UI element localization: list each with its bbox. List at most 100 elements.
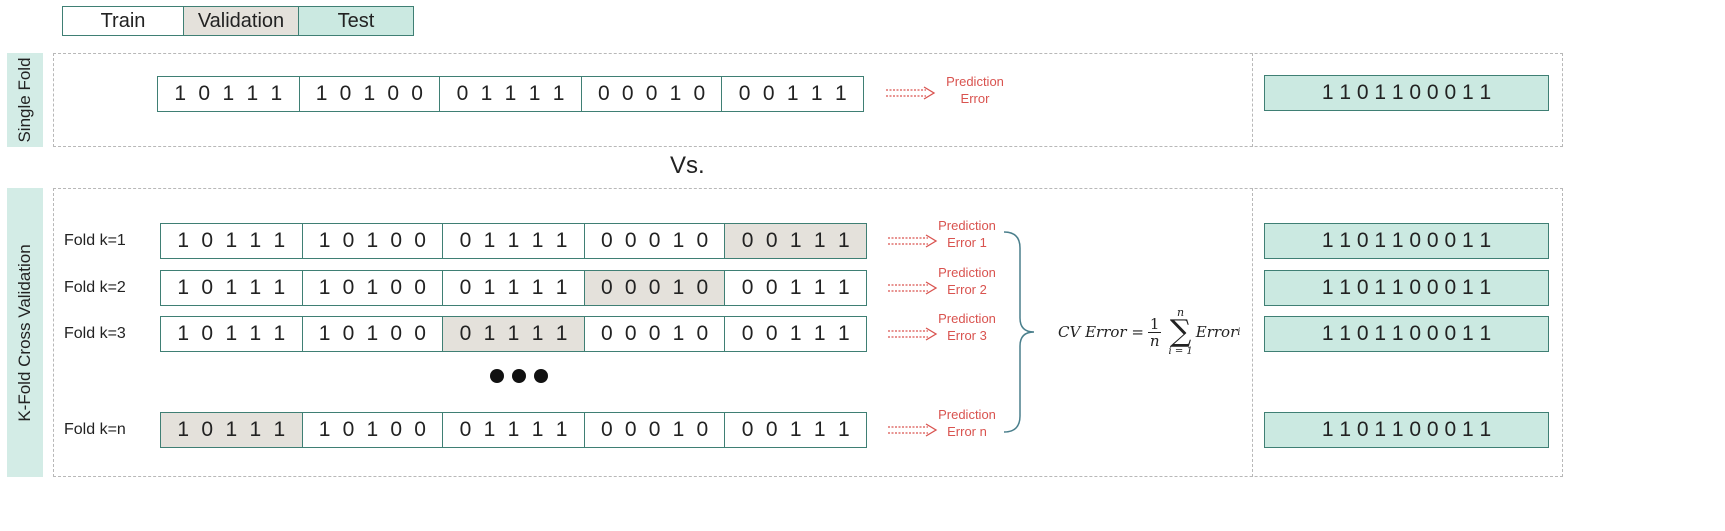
bit: 0 [201, 418, 214, 441]
bit: 0 [456, 82, 469, 105]
bit: 0 [741, 276, 754, 299]
bit: 1 [555, 276, 568, 299]
bit: 1 [246, 82, 259, 105]
fraction-numerator: 1 [1147, 314, 1162, 333]
bit: 0 [387, 82, 400, 105]
bit: 0 [624, 322, 637, 345]
bit: 0 [696, 276, 709, 299]
bit: 0 [201, 322, 214, 345]
bit: 1 [528, 82, 541, 105]
bit: 1 [834, 82, 847, 105]
bit: 0 [411, 82, 423, 105]
bit: 1 [177, 276, 190, 299]
legend: Train Validation Test [62, 6, 414, 36]
bit: 0 [648, 418, 661, 441]
bit: 1 [813, 276, 826, 299]
kfold-divider [1252, 188, 1253, 477]
bit: 1 [225, 322, 238, 345]
bit: 1 [225, 276, 238, 299]
bit: 1 [177, 322, 190, 345]
bit: 0 [459, 322, 472, 345]
bit: 1 [318, 418, 331, 441]
bit: 1 [504, 82, 517, 105]
bit: 1 [672, 322, 685, 345]
bit: 0 [198, 82, 211, 105]
kfold-side-text: K-Fold Cross Validation [15, 243, 34, 422]
bit: 0 [414, 276, 426, 299]
sum-upper: n [1177, 306, 1185, 319]
bit: 0 [414, 418, 426, 441]
prediction-line-2: Error [960, 91, 990, 106]
bit: 1 [555, 418, 568, 441]
bit: 1 [273, 229, 286, 252]
bit: 0 [648, 322, 661, 345]
bit: 0 [741, 418, 754, 441]
bit: 1 [483, 276, 496, 299]
bit: 1 [225, 229, 238, 252]
bit: 0 [600, 229, 613, 252]
bit: 0 [459, 418, 472, 441]
bit: 1 [174, 82, 187, 105]
bit: 1 [507, 229, 520, 252]
bit: 1 [483, 322, 496, 345]
bit: 1 [555, 229, 568, 252]
fold-test-bar: 1 1 0 1 1 0 0 0 1 1 [1264, 223, 1549, 259]
bit: 0 [696, 418, 709, 441]
bit: 1 [366, 276, 379, 299]
prediction-arrow-icon [886, 421, 938, 444]
prediction-arrow-icon [886, 279, 938, 302]
bit: 0 [414, 229, 426, 252]
formula-lhs: CV Error = [1058, 323, 1144, 341]
brace-icon [1002, 228, 1038, 436]
bit: 1 [789, 229, 802, 252]
bit: 1 [225, 418, 238, 441]
bit: 1 [273, 276, 286, 299]
bit: 1 [813, 322, 826, 345]
formula-fraction: 1 n [1147, 314, 1162, 349]
fold-test-bar: 1 1 0 1 1 0 0 0 1 1 [1264, 316, 1549, 352]
legend-test: Test [299, 7, 413, 35]
bit: 0 [342, 276, 355, 299]
bit: 1 [837, 418, 850, 441]
bit: 0 [342, 229, 355, 252]
single-fold-panel [53, 53, 1563, 147]
bit: 0 [741, 229, 754, 252]
bit: 1 [363, 82, 376, 105]
legend-validation: Validation [184, 7, 299, 35]
fold-test-bar: 1 1 0 1 1 0 0 0 1 1 [1264, 270, 1549, 306]
bit: 0 [414, 322, 426, 345]
formula-term: Error [1195, 323, 1238, 341]
ellipsis-dots [486, 369, 552, 388]
bit: 0 [741, 322, 754, 345]
legend-train: Train [63, 7, 184, 35]
single-fold-divider [1252, 53, 1253, 147]
vs-label: Vs. [670, 152, 705, 179]
bit: 1 [813, 229, 826, 252]
bit: 0 [738, 82, 751, 105]
bit: 0 [693, 82, 706, 105]
bit: 0 [600, 322, 613, 345]
bit: 0 [765, 418, 778, 441]
single-fold-side-label: Single Fold [7, 53, 43, 147]
bit: 0 [648, 276, 661, 299]
bit: 0 [342, 418, 355, 441]
bit: 1 [507, 276, 520, 299]
bit: 0 [624, 229, 637, 252]
bit: 0 [621, 82, 634, 105]
bit: 1 [483, 418, 496, 441]
bit: 1 [531, 418, 544, 441]
bit: 1 [366, 322, 379, 345]
